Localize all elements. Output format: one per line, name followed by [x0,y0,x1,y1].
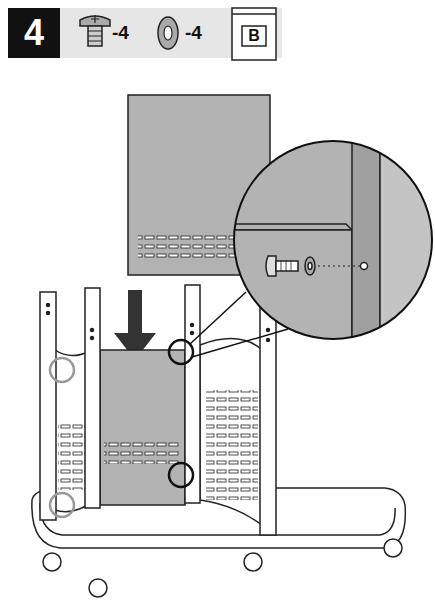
screw-icon [80,15,110,46]
washer-icon [158,17,178,49]
detail-magnifier [220,130,435,360]
step-number: 4 [24,12,44,54]
bag-label-box: B [242,26,266,46]
location-circles [50,340,193,517]
bag-letter: B [248,27,260,45]
quantity-label: -4 [112,22,129,44]
step-number-box: 4 [8,8,60,58]
hardware-bag [232,8,276,60]
quantity-label: -4 [185,22,202,44]
